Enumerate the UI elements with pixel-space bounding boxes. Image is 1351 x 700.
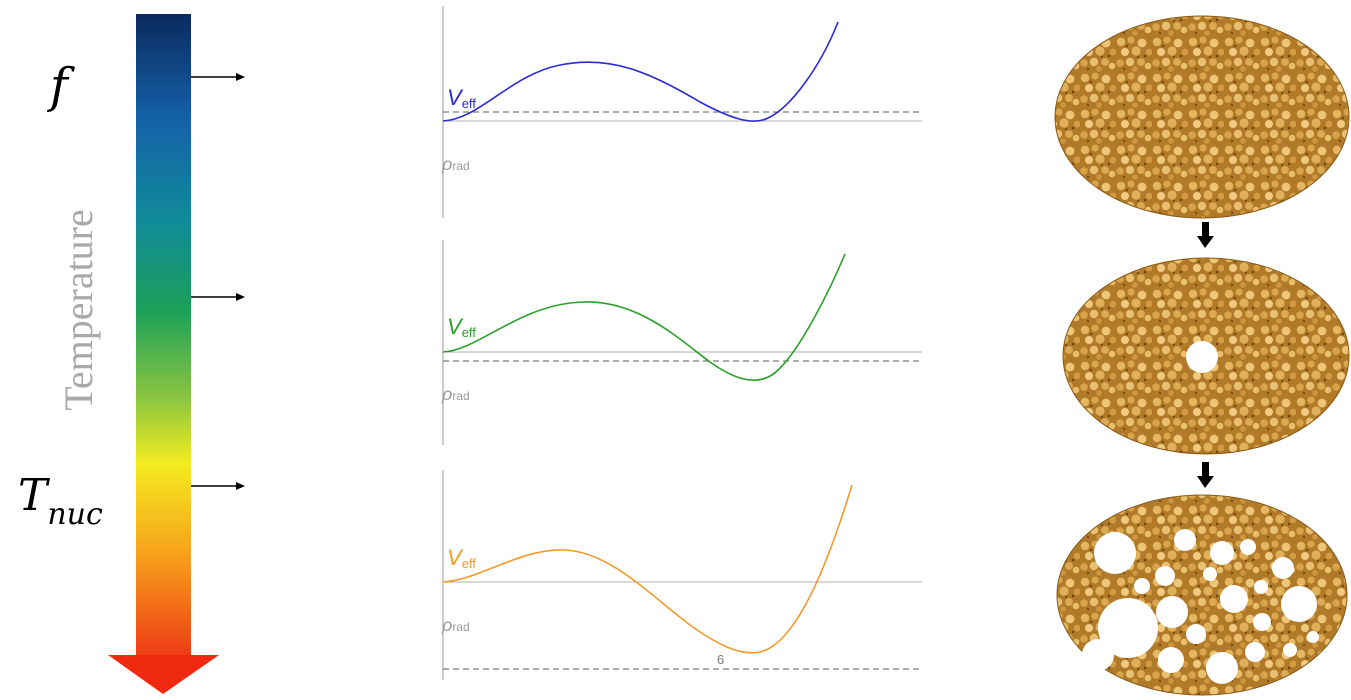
temperature-gradient-bar [136,14,191,656]
bubble [1186,624,1206,644]
bubble [1156,596,1188,628]
bubble [1082,639,1114,671]
bubble [1098,598,1158,658]
granulated-disc [1055,16,1349,218]
v-eff-main: V [447,85,464,110]
rho-rad-label: ρrad [441,615,470,635]
bubble [1307,631,1319,643]
bubble [1158,647,1184,673]
bubble-disc-3 [1056,494,1348,696]
bubble [1134,578,1150,594]
v-eff-sub: eff [462,556,477,571]
down-arrow-2 [1197,462,1214,488]
bubble [1254,580,1268,594]
bubble-disc-1 [1054,15,1350,219]
bubble [1094,532,1136,574]
t-nuc-label: Tnuc [18,470,103,532]
bubble [1174,529,1196,551]
temperature-axis-label: Temperature [56,209,101,411]
rho-sub: rad [452,389,469,403]
v-eff-label: Veff [447,314,476,340]
bubble [1210,541,1234,565]
potential-panel-1: Veff ρrad [441,6,922,218]
potential-panel-2: Veff ρrad [441,240,922,445]
f-label: f [47,58,75,114]
disc-shade [1056,494,1348,696]
rho-sub: rad [452,159,469,173]
bubble-disc-2 [1062,257,1350,455]
v-eff-label: Veff [447,85,476,111]
potential-panel-3: Veff ρrad 6 [441,470,922,680]
v-eff-sub: eff [462,325,477,340]
panel-annotation: 6 [717,652,724,667]
v-eff-curve [442,484,853,654]
bubble [1281,586,1317,622]
bubble [1206,652,1238,684]
bubble [1272,557,1294,579]
bubble [1203,567,1217,581]
rho-main: ρ [441,154,452,174]
disc-shade [1062,257,1350,455]
v-eff-sub: eff [462,96,477,111]
temperature-pointer-3 [191,482,245,490]
t-nuc-sub: nuc [47,497,103,532]
rho-main: ρ [441,384,452,404]
temperature-pointer-1 [191,73,245,81]
bubble [1245,642,1265,662]
temperature-arrow-head [108,655,219,694]
v-eff-curve [442,253,846,381]
rho-sub: rad [452,620,469,634]
bubbles [1082,529,1319,684]
rho-rad-label: ρrad [441,384,470,404]
bubble [1220,585,1248,613]
temperature-pointer-2 [191,293,245,301]
temperature-scale: Temperature f Tnuc [18,14,245,694]
v-eff-curve [442,21,839,122]
t-nuc-main: T [18,470,51,521]
bubble [1240,539,1256,555]
down-arrow-1 [1197,222,1214,248]
v-eff-main: V [447,314,464,339]
bubble [1283,643,1297,657]
rho-rad-label: ρrad [441,154,470,174]
bubble [1253,613,1271,631]
bubble [1186,341,1218,373]
disc-shade [1054,15,1350,219]
v-eff-label: Veff [447,545,476,571]
bubble [1155,566,1175,586]
v-eff-main: V [447,545,464,570]
rho-main: ρ [441,615,452,635]
